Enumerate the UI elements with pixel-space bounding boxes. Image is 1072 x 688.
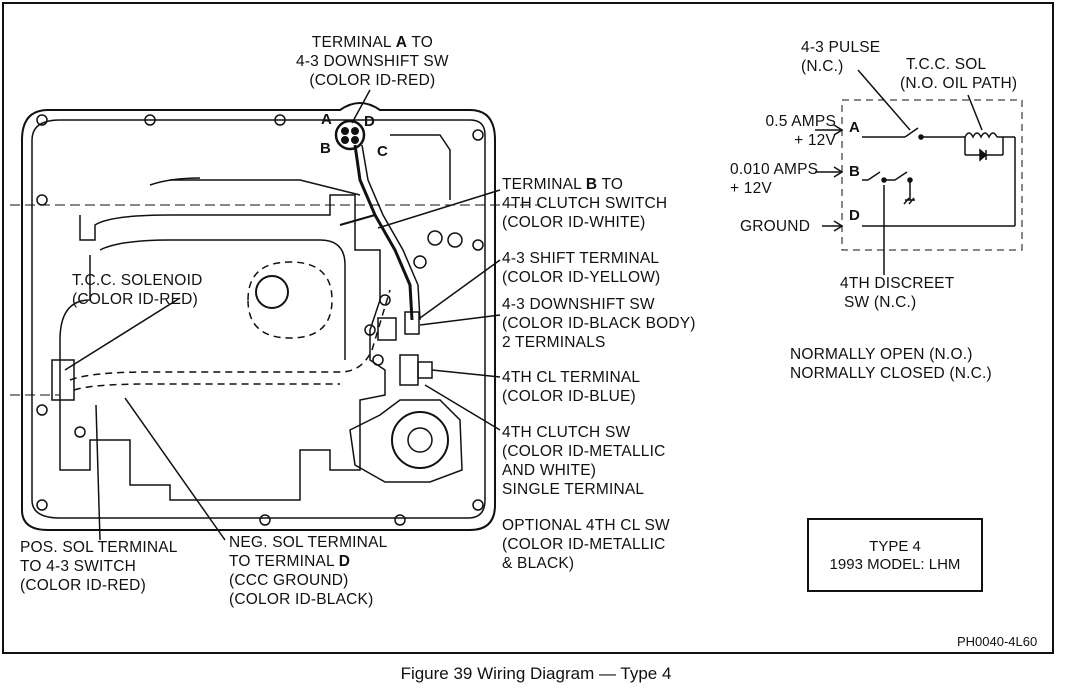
label-input-b: 0.010 AMPS + 12V [730,161,819,197]
diagram-frame [2,2,1054,654]
label-pos-sol-terminal: POS. SOL TERMINAL TO 4-3 SWITCH (COLOR I… [20,539,178,594]
label-tcc-solenoid: T.C.C. SOLENOID (COLOR ID-RED) [72,272,203,308]
pin-b: B [849,163,860,180]
label-downshift-switch: 4-3 DOWNSHIFT SW (COLOR ID-BLACK BODY) 2… [502,296,696,351]
label-clutch-switch: 4TH CLUTCH SW (COLOR ID-METALLIC AND WHI… [502,424,666,498]
legend-normally-open: NORMALLY OPEN (N.O.) [790,346,973,363]
connector-letter-a: A [321,111,332,128]
figure-caption: Figure 39 Wiring Diagram — Type 4 [400,664,672,683]
connector-letter-b: B [320,140,331,157]
label-cl-terminal: 4TH CL TERMINAL (COLOR ID-BLUE) [502,369,641,405]
label-optional-switch: OPTIONAL 4TH CL SW (COLOR ID-METALLIC & … [502,517,670,572]
label-terminal-b: TERMINAL B TO 4TH CLUTCH SWITCH (COLOR I… [502,176,668,231]
figure-code: PH0040-4L60 [957,634,1038,649]
label-ground: GROUND [740,218,811,235]
type-box: TYPE 4 1993 MODEL: LHM [807,518,983,592]
label-pulse: 4-3 PULSE (N.C.) [801,39,881,75]
type-label: TYPE 4 [869,538,921,555]
model-label: 1993 MODEL: LHM [829,556,961,573]
label-terminal-a: TERMINAL A TO 4-3 DOWNSHIFT SW (COLOR ID… [296,34,449,89]
label-tcc-sol: T.C.C. SOL (N.O. OIL PATH) [900,56,1018,92]
label-shift-terminal: 4-3 SHIFT TERMINAL (COLOR ID-YELLOW) [502,250,661,286]
legend: NORMALLY OPEN (N.O.) NORMALLY CLOSED (N.… [790,345,992,383]
legend-normally-closed: NORMALLY CLOSED (N.C.) [790,365,992,382]
label-neg-sol-terminal: NEG. SOL TERMINAL TO TERMINAL D (CCC GRO… [229,534,388,608]
pin-d: D [849,207,860,224]
connector-letter-d: D [364,113,375,130]
pin-a: A [849,119,860,136]
connector-letter-c: C [377,143,388,160]
label-input-a: 0.5 AMPS + 12V [765,113,836,149]
label-discreet-switch: 4TH DISCREET SW (N.C.) [840,275,955,311]
